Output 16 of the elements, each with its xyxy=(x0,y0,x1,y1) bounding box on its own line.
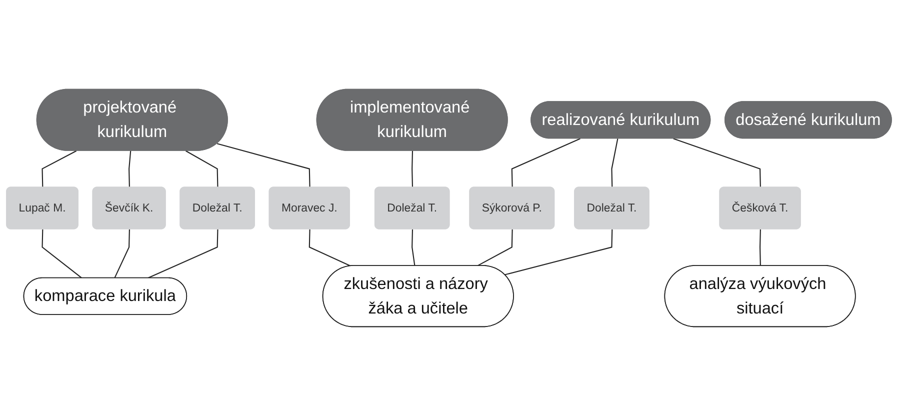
connector xyxy=(147,229,218,279)
connector xyxy=(42,150,77,188)
connector xyxy=(186,150,218,188)
connector xyxy=(114,229,130,278)
connector xyxy=(504,229,613,276)
connector xyxy=(42,229,82,279)
connector xyxy=(673,138,761,188)
connector xyxy=(308,229,352,267)
connector xyxy=(511,138,580,188)
connector xyxy=(128,150,132,188)
connector xyxy=(412,229,416,266)
connector xyxy=(476,229,513,266)
connector xyxy=(412,150,414,188)
connector xyxy=(216,143,310,188)
connector xyxy=(760,229,761,266)
connector xyxy=(611,138,618,188)
